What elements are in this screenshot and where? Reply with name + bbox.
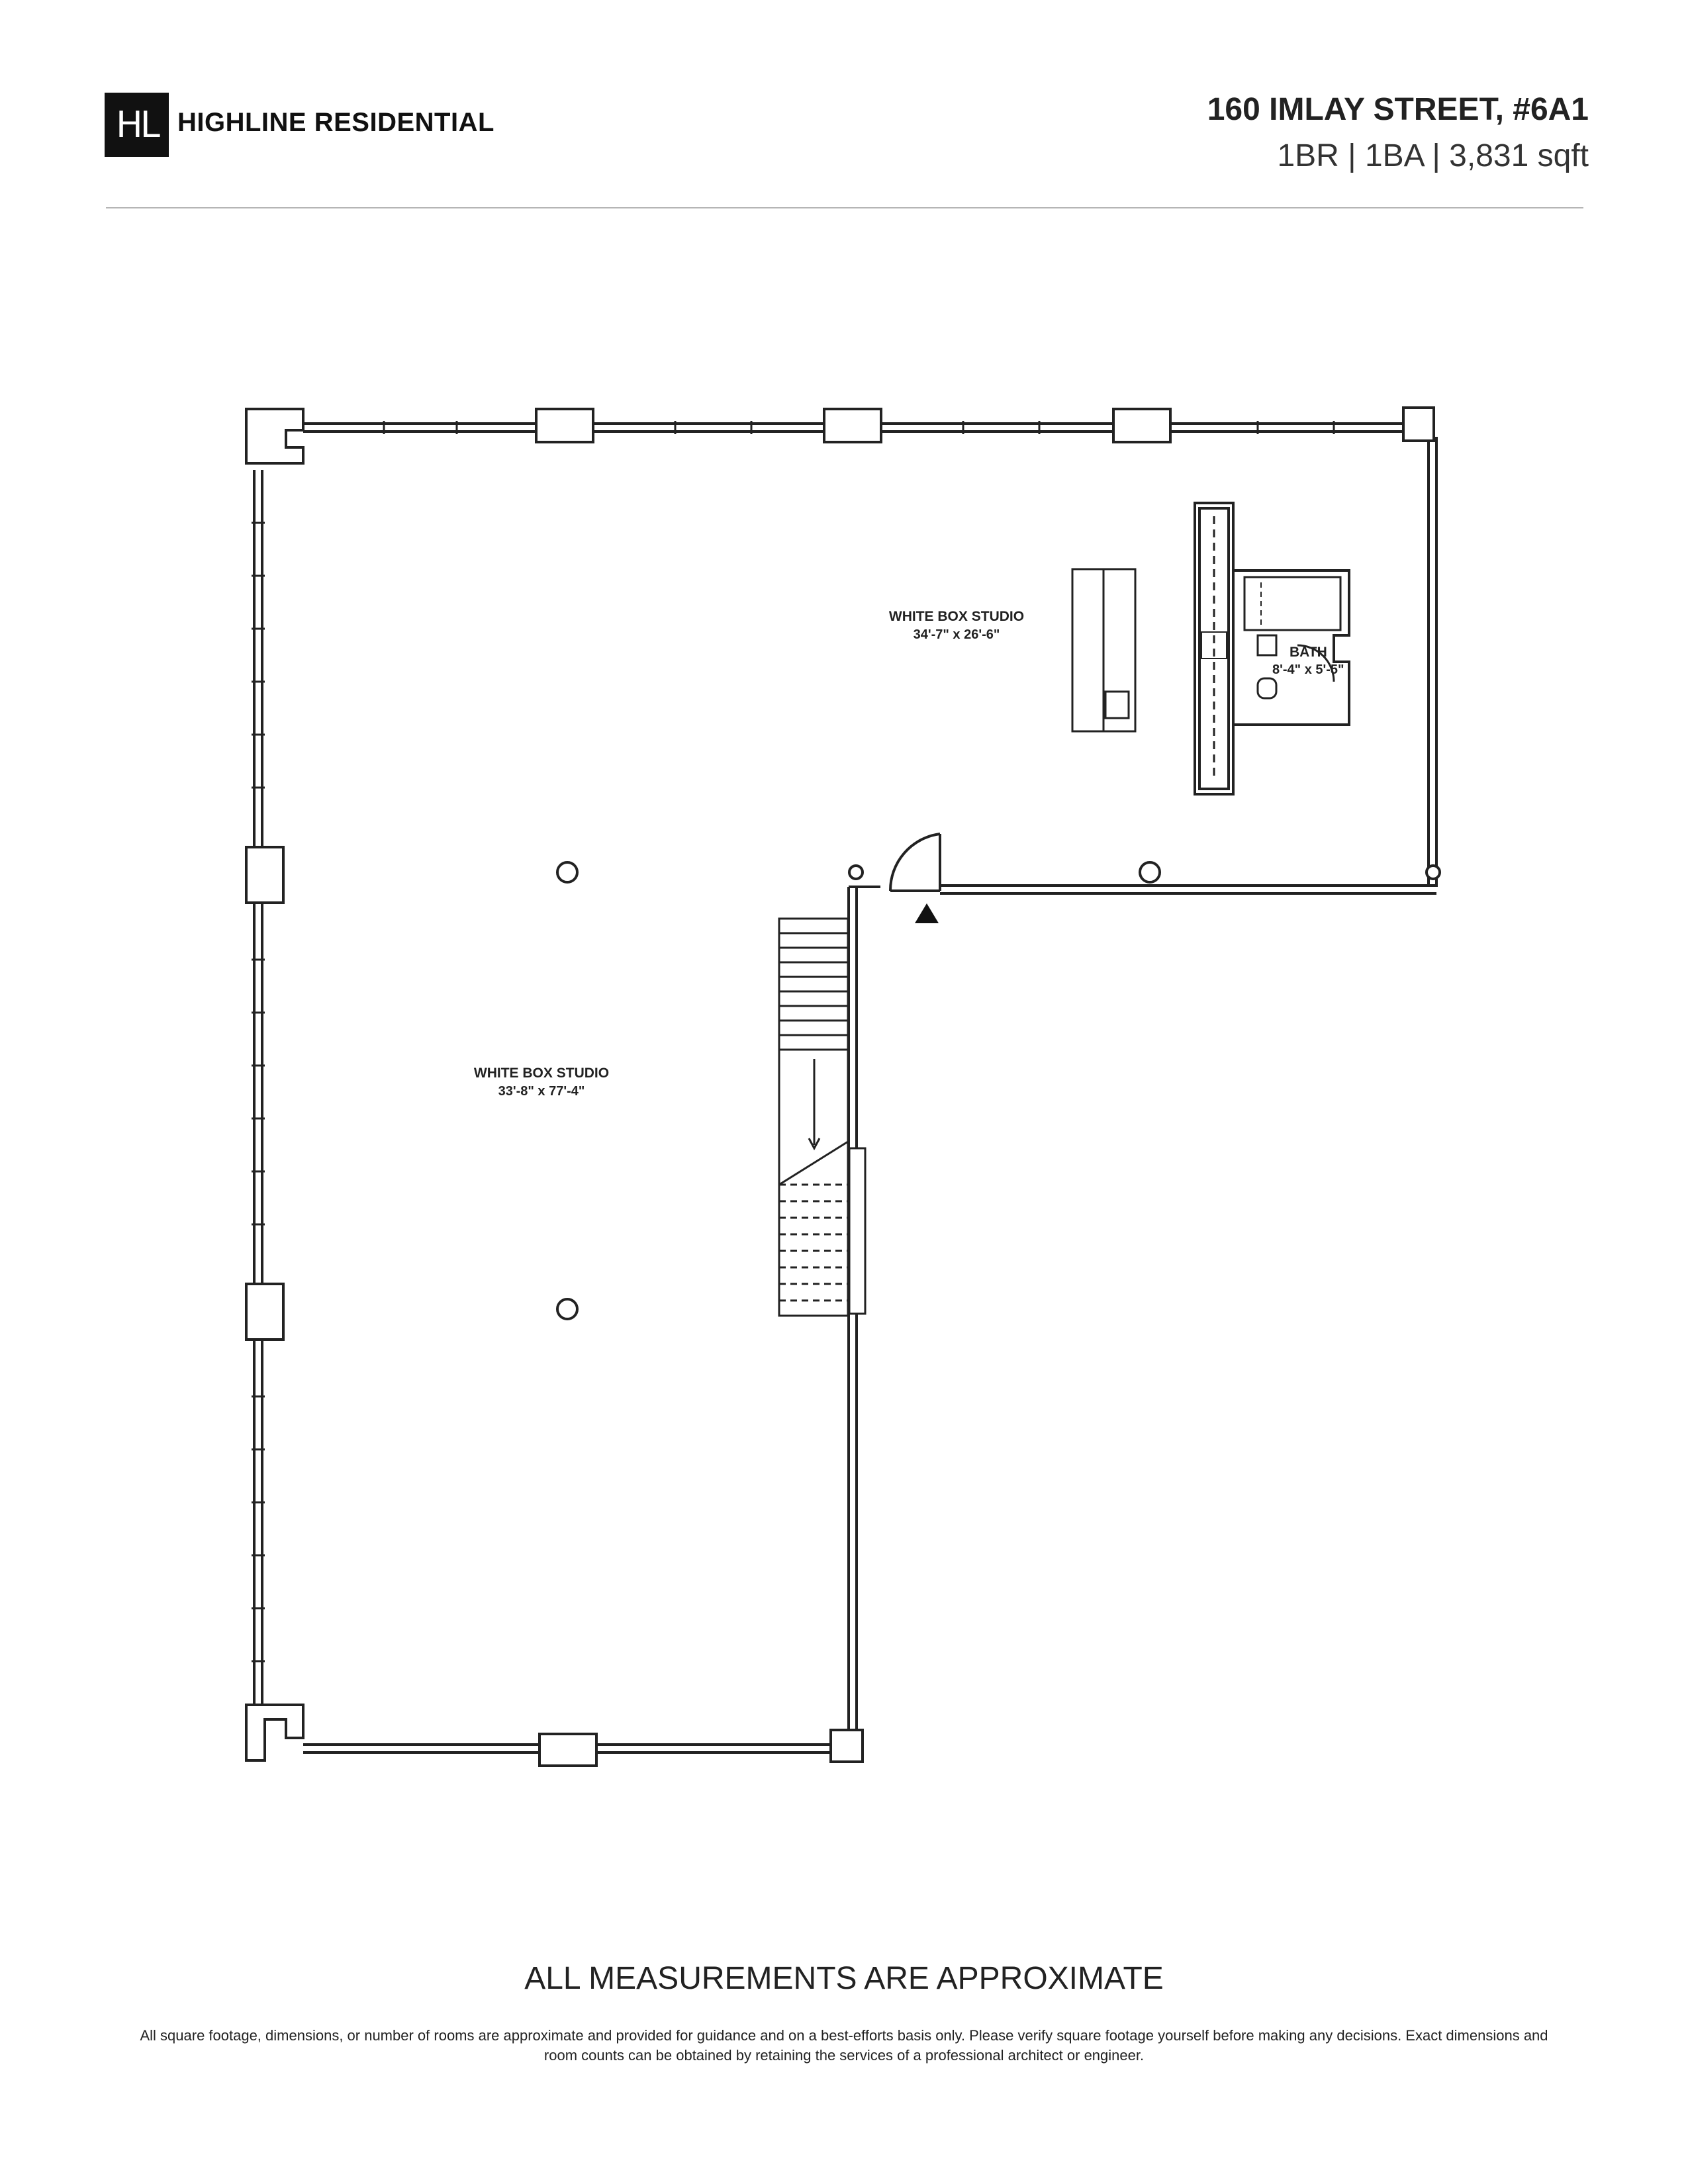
disclaimer-heading: ALL MEASUREMENTS ARE APPROXIMATE (524, 1961, 1164, 1996)
entry-marker-icon (915, 903, 939, 923)
room-label-upper-studio: WHITE BOX STUDIO (889, 609, 1024, 624)
structural-columns (556, 861, 1441, 1320)
bathroom (1233, 569, 1350, 726)
exterior-walls (253, 422, 1438, 1754)
brand-logo: HL (105, 93, 169, 157)
staircase (778, 917, 849, 1317)
entry-door (888, 833, 941, 892)
room-dims-upper-studio: 34'-7" x 26'-6" (914, 627, 1000, 642)
listing-specs: 1BR | 1BA | 3,831 sqft (1277, 138, 1589, 173)
window-bays (245, 408, 1172, 1767)
room-dims-bath: 8'-4" x 5'-5" (1272, 662, 1344, 677)
header-divider (106, 207, 1583, 208)
room-dims-main-studio: 33'-8" x 77'-4" (498, 1084, 585, 1099)
disclaimer-text: All square footage, dimensions, or numbe… (140, 2027, 1548, 2064)
logo-monogram: HL (116, 104, 160, 146)
stair-landing (848, 1147, 867, 1315)
staircase-below (779, 1183, 848, 1302)
room-label-main-studio: WHITE BOX STUDIO (474, 1066, 609, 1081)
wall-ticks (252, 421, 1335, 1662)
brand-name: HIGHLINE RESIDENTIAL (177, 108, 494, 137)
room-label-bath: BATH (1289, 645, 1327, 660)
listing-address: 160 IMLAY STREET, #6A1 (1207, 92, 1589, 127)
corner-columns (245, 406, 1435, 1763)
kitchen-counter (1194, 502, 1235, 796)
kitchen-island (1071, 568, 1137, 733)
